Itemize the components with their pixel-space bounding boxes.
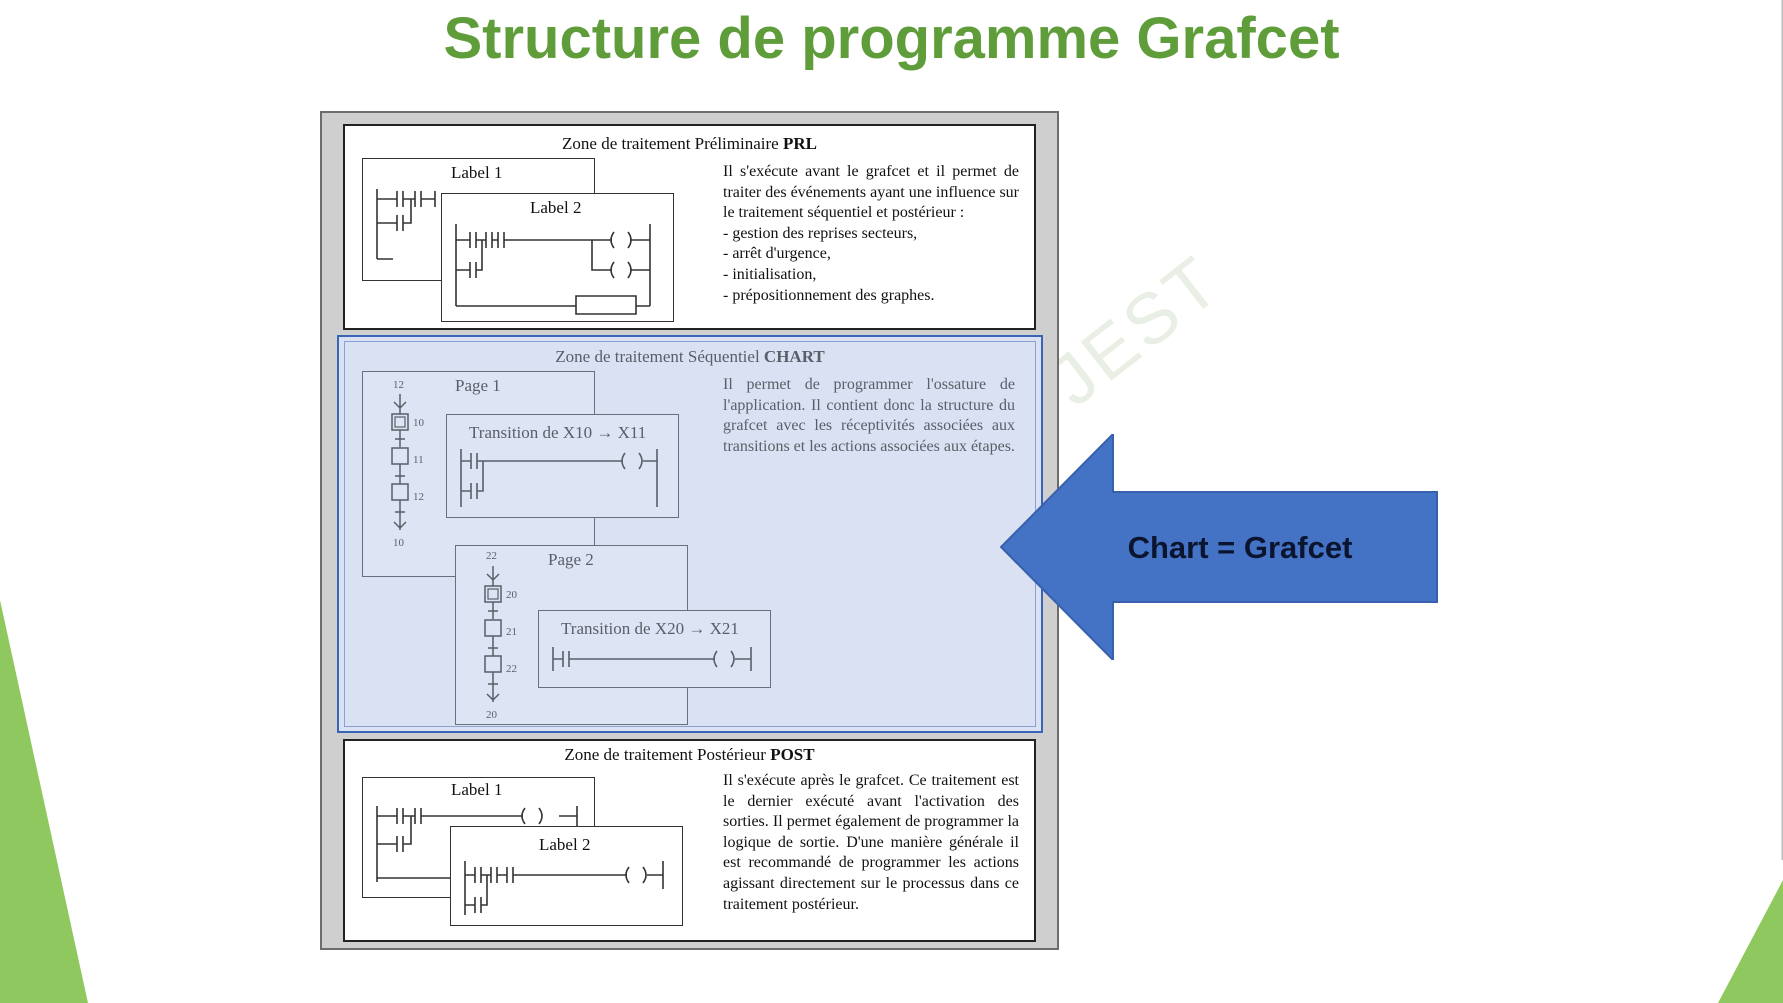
prl-description: Il s'exécute avant le grafcet et il perm… [723, 162, 1019, 306]
page2-step-21: 21 [506, 626, 517, 638]
prl-label2-box: Label 2 [441, 193, 674, 322]
callout-arrow-icon [1000, 434, 1438, 660]
page2-step-22: 22 [506, 663, 517, 675]
page2-grafcet-icon [484, 566, 502, 702]
prl-description-text: Il s'exécute avant le grafcet et il perm… [723, 163, 1019, 222]
page1-step-11: 11 [413, 454, 424, 466]
page-title: Structure de programme Grafcet [443, 6, 1340, 71]
chart-zone-title: Zone de traitement Séquentiel CHART [555, 347, 825, 366]
chart-transition1-box: Transition de X10 → X11 [446, 414, 679, 518]
transition2-ladder-icon [552, 647, 752, 671]
post-zone-code: POST [770, 745, 815, 764]
chart-description: Il permet de programmer l'ossature de l'… [723, 376, 1015, 455]
page2-step-to: 20 [486, 709, 497, 721]
post-zone-title: Zone de traitement Postérieur POST [564, 745, 815, 764]
page1-step-to: 10 [393, 537, 404, 549]
chart-transition1-title: Transition de X10 → X11 [469, 423, 647, 442]
post-description: Il s'exécute après le grafcet. Ce traite… [723, 772, 1019, 913]
prl-label1-ladder-icon [376, 189, 436, 260]
chart-page1-title: Page 1 [455, 376, 501, 395]
page1-grafcet-icon [391, 394, 409, 530]
page1-step-10: 10 [413, 417, 424, 429]
prl-label2-title: Label 2 [530, 198, 582, 217]
prl-label1-title: Label 1 [451, 163, 503, 182]
page2-step-from: 22 [486, 550, 497, 562]
post-label2-title: Label 2 [539, 835, 591, 854]
prl-list: - gestion des reprises secteurs, - arrêt… [723, 224, 1019, 306]
chart-zone-code: CHART [763, 347, 825, 366]
chart-page2-title: Page 2 [548, 550, 594, 569]
prl-zone-title: Zone de traitement Préliminaire PRL [562, 134, 817, 153]
prl-list-item: - gestion des reprises secteurs, [723, 224, 918, 242]
prl-zone-code: PRL [782, 134, 817, 153]
prl-list-item: - prépositionnement des graphes. [723, 286, 935, 304]
post-label1-title: Label 1 [451, 780, 503, 799]
prl-list-item: - initialisation, [723, 265, 817, 283]
prl-list-item: - arrêt d'urgence, [723, 245, 831, 263]
post-label2-ladder-icon [464, 861, 664, 915]
transition1-ladder-icon [460, 449, 658, 507]
post-label2-box: Label 2 [450, 826, 683, 926]
callout-text: Chart = Grafcet [1127, 530, 1353, 565]
prl-zone: Zone de traitement Préliminaire PRL Il s… [343, 124, 1036, 330]
post-label1-ladder-icon [376, 806, 578, 882]
page1-step-12: 12 [413, 491, 424, 503]
page2-step-20: 20 [506, 589, 517, 601]
page1-step-from: 12 [393, 379, 404, 391]
chart-transition2-box: Transition de X20 → X21 [538, 610, 771, 688]
prl-label2-ladder-icon [455, 224, 651, 315]
chart-transition2-title: Transition de X20 → X21 [561, 619, 739, 638]
